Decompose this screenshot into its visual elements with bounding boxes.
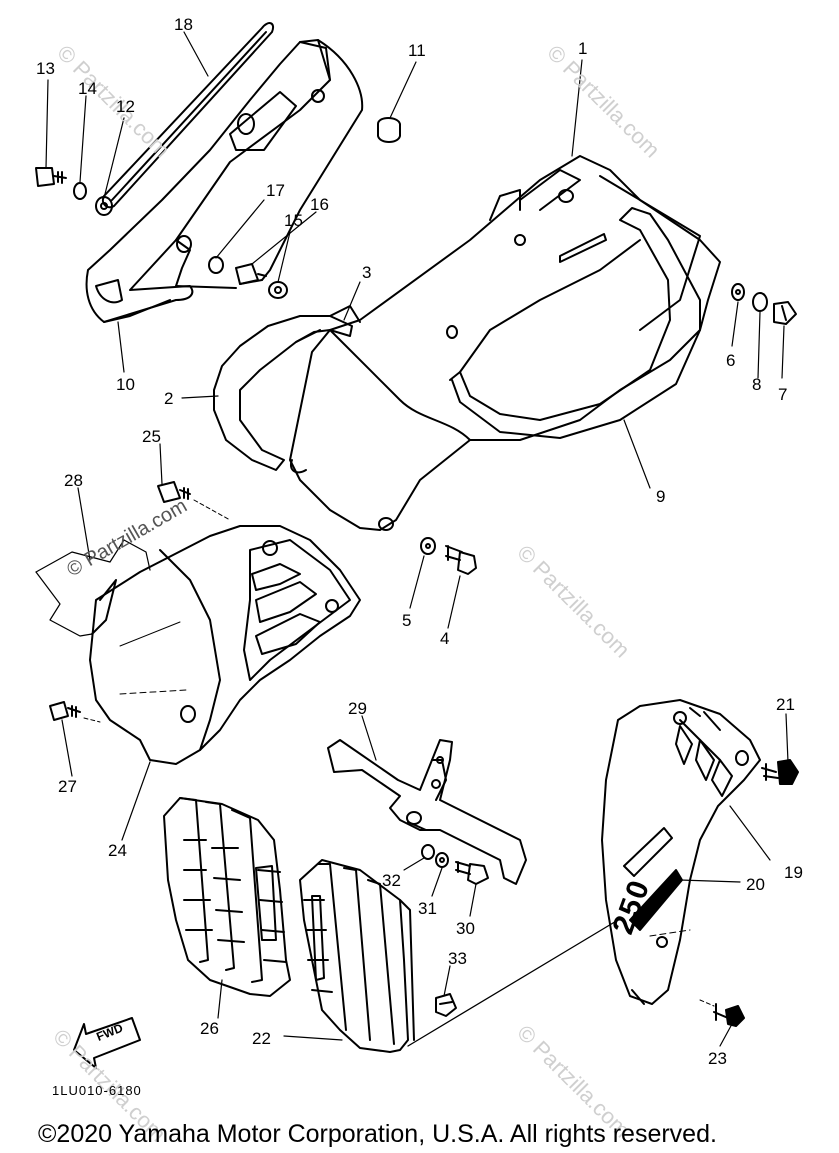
callout-11: 11 — [408, 41, 426, 60]
callout-21: 21 — [776, 695, 795, 714]
callout-31: 31 — [418, 899, 437, 918]
callout-14: 14 — [78, 79, 97, 98]
callout-22: 22 — [252, 1029, 271, 1048]
callout-2: 2 — [164, 389, 174, 408]
callout-20: 20 — [746, 875, 765, 894]
callout-23: 23 — [708, 1049, 727, 1068]
hardware-25 — [158, 482, 230, 520]
callout-3: 3 — [362, 263, 372, 282]
callout-10: 10 — [116, 375, 135, 394]
part-10-bracket — [87, 40, 363, 322]
callout-29: 29 — [348, 699, 367, 718]
part-24-shroud — [90, 526, 360, 764]
callout-6: 6 — [726, 351, 736, 370]
hardware-32-31-30 — [422, 845, 488, 884]
callout-5: 5 — [402, 611, 412, 630]
part-28-decal — [36, 540, 150, 636]
part-22-grille — [300, 860, 414, 1052]
hardware-27 — [50, 702, 100, 722]
part-26-grille — [164, 798, 290, 996]
callout-24: 24 — [108, 841, 127, 860]
diagram-code: 1LU010-6180 — [52, 1083, 142, 1098]
callout-25: 25 — [142, 427, 161, 446]
callout-15: 15 — [284, 211, 303, 230]
part-29-bracket — [328, 740, 526, 884]
part-19-shroud — [602, 700, 760, 1004]
callout-4: 4 — [440, 629, 450, 648]
callout-7: 7 — [778, 385, 788, 404]
callout-16: 16 — [310, 195, 329, 214]
part-2-3-panel — [214, 306, 360, 470]
hardware-13-14-12 — [36, 168, 112, 215]
hardware-6-8-7 — [732, 284, 796, 324]
callout-18: 18 — [174, 15, 193, 34]
callout-27: 27 — [58, 777, 77, 796]
callout-8: 8 — [752, 375, 762, 394]
hardware-21-23 — [700, 760, 798, 1026]
part-1-side-cover — [290, 156, 720, 530]
callout-19: 19 — [784, 863, 803, 882]
callout-13: 13 — [36, 59, 55, 78]
callout-30: 30 — [456, 919, 475, 938]
part-9-trim — [450, 208, 700, 438]
part-33-clip — [408, 920, 618, 1046]
callout-17: 17 — [266, 181, 285, 200]
hardware-5-4 — [421, 538, 476, 574]
callout-33: 33 — [448, 949, 467, 968]
fwd-arrow-icon — [74, 1018, 140, 1068]
callout-28: 28 — [64, 471, 83, 490]
copyright-notice: ©2020 Yamaha Motor Corporation, U.S.A. A… — [38, 1120, 717, 1148]
callout-12: 12 — [116, 97, 135, 116]
callout-26: 26 — [200, 1019, 219, 1038]
callout-32: 32 — [382, 871, 401, 890]
callout-1: 1 — [578, 39, 588, 58]
leader-lines — [46, 32, 788, 1046]
callout-9: 9 — [656, 487, 666, 506]
